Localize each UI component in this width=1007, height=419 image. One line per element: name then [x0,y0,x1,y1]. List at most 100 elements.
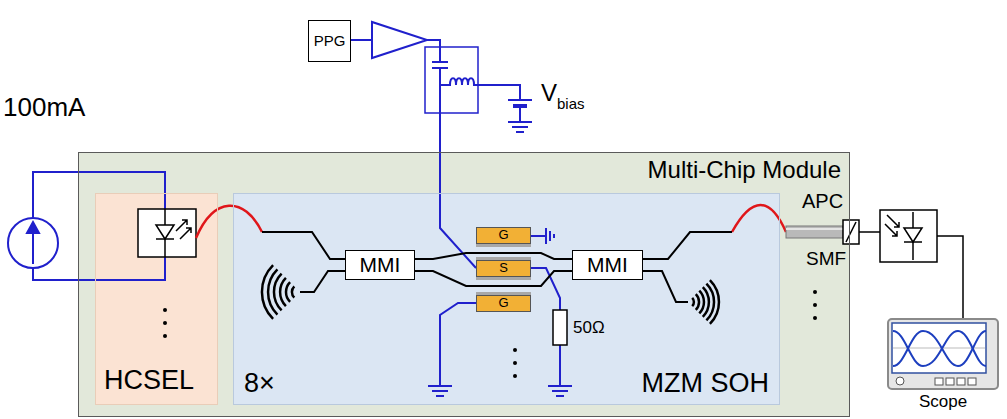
node-text: Scope [919,392,967,412]
rf-wiring [531,268,560,310]
voltage-subscript: bias [557,95,585,113]
array-dots [813,316,817,320]
resistor-value: 50Ω [573,318,605,337]
connector-label: APC [802,190,843,213]
oscilloscope-picture [887,318,999,390]
resistor-value: 50Ω [573,318,605,338]
current-source-symbol [33,257,165,280]
oscilloscope-picture [935,378,943,385]
grating-coupler [710,280,719,324]
rf-wiring [432,62,448,68]
photodiode-symbol [887,215,899,227]
connector-label: APC [802,190,843,212]
node-text: MMI [587,253,628,277]
module-frame: Multi-Chip ModuleHCSEL8×MZM SOHMMIGSGMMI [78,152,850,417]
fiber-connector [859,231,880,233]
oscilloscope-picture [896,377,904,385]
waveguide [643,271,688,302]
fiber-label: SMF [806,248,846,269]
oscilloscope-picture [968,378,976,385]
grating-coupler [268,269,277,314]
voltage-symbol: V [541,79,557,107]
fiber-connector [846,222,856,242]
laser-symbol [156,225,174,239]
photodiode-symbol [880,210,963,318]
ground-electrode: G [476,295,531,312]
optical-fiber [732,205,786,232]
module-frame-fill [78,152,850,417]
rf-wiring [427,40,440,62]
oscilloscope-picture [946,378,954,385]
fiber-connector [786,226,843,238]
node-text: MMI [360,253,401,277]
grating-coupler [274,274,282,311]
rf-wiring [548,345,572,396]
rf-wiring [372,22,427,58]
laser-array-region-fill [95,193,218,405]
modulator-array-region-fill [233,193,780,405]
connector-layer [415,253,572,286]
mmi-coupler: MMI [572,250,643,280]
optical-fiber [196,206,262,238]
array-dots [163,321,167,325]
node-text: 8× [244,368,275,399]
node-text: S [499,261,508,276]
laser-symbol [138,209,196,257]
waveguide [262,232,345,259]
laser-symbol [138,209,196,257]
fiber-connector [786,228,843,230]
electrode-slot [476,277,531,280]
oscilloscope-picture [887,318,999,390]
oscilloscope: Scope [887,318,999,390]
grating-coupler [706,284,714,321]
fiber-connector [786,220,880,244]
ground-electrode: G [476,227,531,244]
rf-wiring [508,99,532,101]
grating-coupler [262,265,273,319]
waveguide-arm [415,253,572,259]
rf-wiring [351,22,572,396]
generator-box: PPG [308,20,351,62]
laser-symbol [180,228,191,239]
grating-coupler [692,298,694,306]
photodiode-symbol [904,241,922,243]
rf-wiring [351,39,372,41]
oscilloscope-picture [893,331,986,366]
array-dots [813,290,817,294]
oscilloscope-picture [892,323,986,373]
resistor-symbol [553,310,567,345]
photodiode-symbol [885,224,897,236]
array-dots [813,303,817,307]
waveguide [300,271,345,292]
rf-wiring [508,122,532,132]
modulator-array-region: 8×MZM SOHMMIGSGMMI [233,193,780,405]
array-dots [513,348,517,352]
laser-array-region: HCSEL [95,193,218,405]
array-dots [513,361,517,365]
voltage-subscript: bias [557,95,585,112]
grating-coupler [696,294,699,310]
current-label: 100mA [3,92,85,122]
signal-electrode: S [476,260,531,277]
node-text: HCSEL [104,365,194,396]
electrode-slot [476,244,531,247]
photodiode-symbol [880,210,937,262]
rf-wiring [440,78,520,100]
rf-wiring [531,228,554,244]
grating-coupler [699,291,704,314]
voltage-symbol: V [541,79,557,106]
array-dots [163,308,167,312]
electrode-slot [476,244,531,295]
laser-symbol [156,238,174,240]
waveguide [643,232,732,259]
fiber-connector [843,220,859,244]
oscilloscope-picture [957,378,965,385]
laser-symbol [176,220,187,231]
mmi-coupler: MMI [345,250,415,280]
node-text: G [498,296,508,311]
photodiode-symbol [904,228,922,242]
current-source-symbol [8,218,58,268]
rf-wiring [519,106,521,122]
